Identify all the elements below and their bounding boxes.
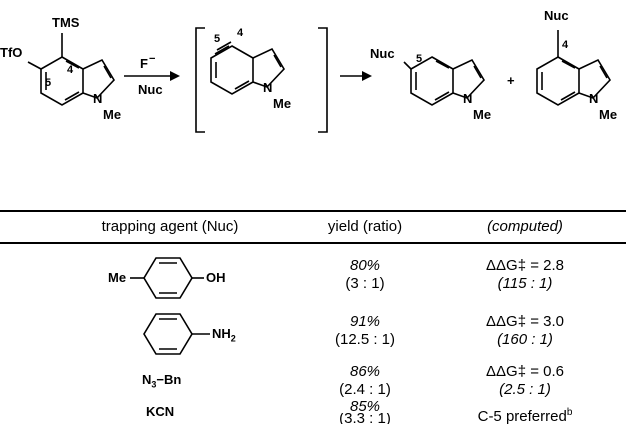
header-trapping-agent: trapping agent (Nuc)	[101, 218, 239, 235]
computed-ratio: (2.5 : 1)	[499, 381, 551, 398]
header-computed: (computed)	[487, 218, 563, 235]
azide-subscript: 3	[151, 379, 157, 390]
p-cresol-structure	[130, 257, 204, 299]
nucleophile-label: Nuc	[138, 82, 163, 97]
azide-n: N	[142, 372, 152, 387]
agent-hydroxyl: OH	[206, 270, 226, 285]
reaction-arrow: F − Nuc	[124, 53, 180, 97]
computed-preference: C-5 preferredb	[440, 404, 610, 426]
reaction-scheme: TMS TfO 5 4 N Me F − Nuc 5 4 N Me	[0, 8, 617, 133]
product-c5-nitrogen: N	[463, 91, 472, 106]
amine-subscript: 2	[230, 333, 236, 344]
methyl-label: Me	[103, 107, 121, 122]
aryne-position-4: 4	[237, 27, 244, 39]
product-c4-nitrogen: N	[589, 91, 598, 106]
yield-ratio: (2.4 : 1)	[339, 381, 391, 398]
computed-ddg: ΔΔG‡ = 2.8	[486, 257, 564, 274]
footnote-marker: b	[566, 407, 573, 418]
position-4-label: 4	[67, 64, 74, 76]
yield-value: 91%	[349, 313, 381, 330]
tfo-label: TfO	[0, 45, 22, 60]
agent-benzyl-azide: N3−Bn	[142, 372, 181, 390]
product-c5-methyl: Me	[473, 107, 491, 122]
nitrogen-label: N	[93, 91, 102, 106]
left-bracket	[195, 27, 205, 133]
product-c4-position: 4	[562, 39, 569, 51]
yield-value: 86%	[349, 363, 381, 380]
header-yield: yield (ratio)	[327, 218, 403, 235]
table-top-rule	[0, 210, 626, 212]
aryne-position-5: 5	[214, 33, 220, 45]
azide-benzyl: −Bn	[156, 372, 182, 387]
position-5-label: 5	[45, 77, 51, 89]
indolyne-intermediate: 5 4 N Me	[210, 27, 291, 111]
fluoride-charge: −	[149, 53, 155, 65]
computed-ddg: ΔΔG‡ = 0.6	[486, 363, 564, 380]
right-bracket	[318, 27, 328, 133]
table-header-rule	[0, 242, 626, 244]
aryne-methyl: Me	[273, 96, 291, 111]
fluoride-label: F	[140, 56, 148, 71]
computed-ddg: ΔΔG‡ = 3.0	[486, 313, 564, 330]
computed-ratio: (115 : 1)	[497, 275, 553, 292]
yield-value: 80%	[349, 257, 381, 274]
plus-sign: +	[507, 73, 515, 88]
yield-ratio: (12.5 : 1)	[334, 331, 396, 348]
agent-kcn: KCN	[146, 404, 175, 419]
product-c4-indole: Nuc 4 N Me	[536, 8, 617, 122]
yield-ratio: (3.3 : 1)	[339, 413, 391, 424]
tms-label: TMS	[52, 15, 80, 30]
product-c5-nuc: Nuc	[370, 46, 395, 61]
product-arrow	[340, 71, 372, 81]
aniline-structure	[143, 313, 210, 355]
agent-methyl: Me	[108, 270, 127, 285]
agent-amine: NH2	[212, 326, 236, 344]
product-c4-nuc: Nuc	[544, 8, 569, 23]
computed-preferred-text: C-5 preferred	[477, 408, 567, 425]
aryne-nitrogen: N	[263, 80, 272, 95]
product-c5-position: 5	[416, 53, 422, 65]
reactant-indole: TMS TfO 5 4 N Me	[0, 15, 121, 122]
product-c4-methyl: Me	[599, 107, 617, 122]
yield-ratio: (3 : 1)	[345, 275, 385, 292]
computed-ratio: (160 : 1)	[497, 331, 553, 348]
product-c5-indole: Nuc 5 N Me	[370, 46, 491, 122]
amine-nh: NH	[212, 326, 231, 341]
yield-value: 85%	[349, 398, 381, 415]
